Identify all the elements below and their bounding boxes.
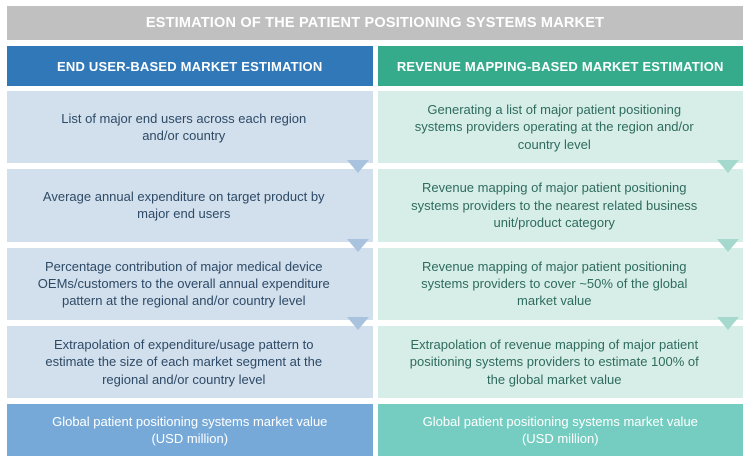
step-item: Revenue mapping of major patient positio… [377,169,743,252]
column-end-user-based: END USER-BASED MARKET ESTIMATION List of… [7,46,373,456]
step-label: Generating a list of major patient posit… [414,102,694,152]
column-header-revenue-mapping-based: REVENUE MAPPING-BASED MARKET ESTIMATION [377,46,743,86]
chevron-down-icon [717,238,739,252]
chevron-down-icon [717,160,739,174]
chevron-down-icon [346,160,369,174]
chevron-down-icon [346,238,369,252]
step-item: List of major end users across each regi… [7,91,373,174]
chevron-down-icon [717,316,739,330]
step-item: Revenue mapping of major patient positio… [377,247,743,330]
column-header-label: REVENUE MAPPING-BASED MARKET ESTIMATION [396,58,724,74]
column-footer-revenue-mapping-based: Global patient positioning systems marke… [377,404,743,456]
column-footer-label: Global patient positioning systems marke… [52,413,328,446]
chevron-down-icon [346,316,369,330]
step-label: Extrapolation of revenue mapping of majo… [409,336,699,387]
column-revenue-mapping-based: REVENUE MAPPING-BASED MARKET ESTIMATION … [377,46,743,456]
step-label: Revenue mapping of major patient positio… [411,180,698,231]
steps-list-revenue-mapping-based: Generating a list of major patient posit… [377,91,743,398]
diagram-title: ESTIMATION OF THE PATIENT POSITIONING SY… [145,15,605,31]
step-item: Average annual expenditure on target pro… [7,169,373,252]
step-label: List of major end users across each regi… [61,110,307,144]
step-label: Percentage contribution of major medical… [37,258,330,309]
column-header-end-user-based: END USER-BASED MARKET ESTIMATION [7,46,373,86]
columns-container: END USER-BASED MARKET ESTIMATION List of… [7,46,743,456]
diagram-title-bar: ESTIMATION OF THE PATIENT POSITIONING SY… [7,6,743,40]
step-label: Average annual expenditure on target pro… [42,189,325,222]
step-item: Generating a list of major patient posit… [377,91,743,174]
steps-list-end-user-based: List of major end users across each regi… [7,91,373,398]
step-label: Extrapolation of expenditure/usage patte… [45,336,323,387]
column-footer-end-user-based: Global patient positioning systems marke… [7,404,373,456]
step-item: Extrapolation of revenue mapping of majo… [377,325,743,398]
step-item: Percentage contribution of major medical… [7,247,373,330]
column-footer-label: Global patient positioning systems marke… [422,413,698,446]
step-item: Extrapolation of expenditure/usage patte… [7,325,373,398]
step-label: Revenue mapping of major patient positio… [421,258,688,309]
column-header-label: END USER-BASED MARKET ESTIMATION [57,58,323,74]
